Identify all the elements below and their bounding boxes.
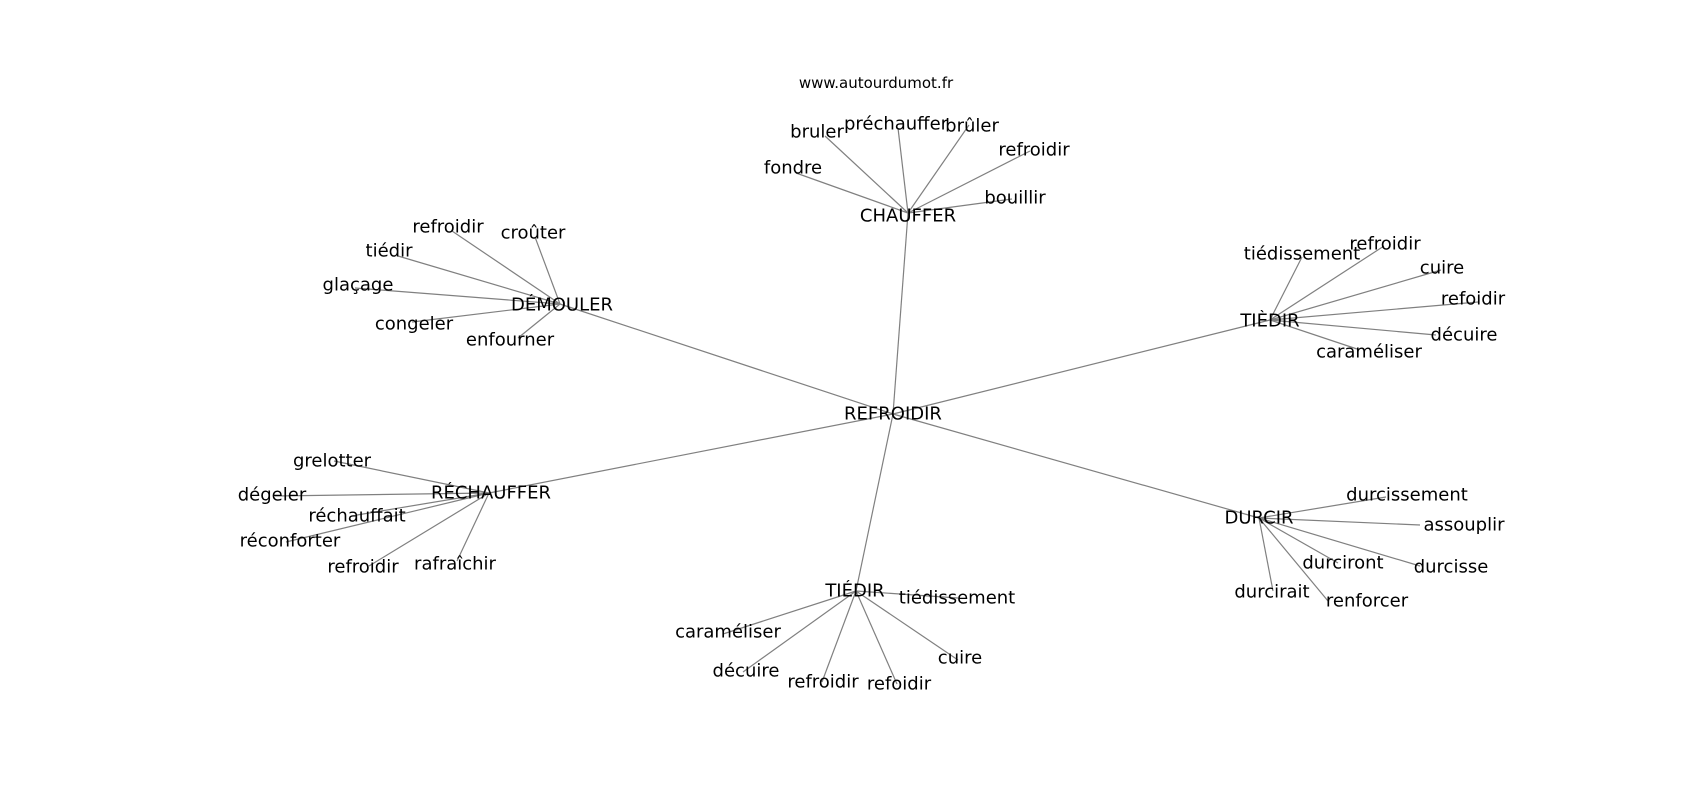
center-to-hub-edge <box>892 212 909 415</box>
hub-node-label: TIÉDIR <box>824 580 884 602</box>
hub-to-leaf-edge <box>1258 496 1387 519</box>
hub-to-leaf-edge <box>1269 256 1303 321</box>
leaf-node-label: tiédir <box>366 241 414 262</box>
hub-to-leaf-edge <box>1269 269 1442 321</box>
leaf-node-label: grelotter <box>293 451 372 472</box>
leaf-node-label: durcirait <box>1234 582 1309 603</box>
hub-to-leaf-edge <box>824 135 909 214</box>
leaf-node-label: refroidir <box>787 672 859 693</box>
leaf-node-label: renforcer <box>1326 591 1409 612</box>
leaf-node-label: réconforter <box>240 531 341 552</box>
hub-to-leaf-edge <box>855 590 898 685</box>
hub-to-leaf-edge <box>907 150 1031 214</box>
hub-to-leaf-edge <box>1269 245 1385 321</box>
hub-to-leaf-edge <box>1258 517 1274 592</box>
hub-node-label: DÉMOULER <box>511 294 613 316</box>
hub-to-leaf-edge <box>354 287 561 305</box>
leaf-node-label: glaçage <box>323 275 394 296</box>
leaf-node-label: durcissement <box>1346 485 1468 506</box>
leaf-node-label: refoidir <box>1441 289 1506 310</box>
hub-to-leaf-edge <box>333 460 490 494</box>
center-to-hub-edge <box>892 319 1271 415</box>
hub-to-leaf-edge <box>1269 319 1358 350</box>
leaf-node-label: brûler <box>945 116 999 137</box>
hub-to-leaf-edge <box>1258 517 1339 564</box>
hub-to-leaf-edge <box>397 255 561 305</box>
leaf-node-label: caraméliser <box>675 622 781 643</box>
hub-node-label: TIÈDIR <box>1239 310 1299 332</box>
leaf-node-label: refroidir <box>327 557 399 578</box>
leaf-node-label: refroidir <box>412 217 484 238</box>
hub-to-leaf-edge <box>722 590 857 635</box>
leaf-node-label: bruler <box>790 122 844 143</box>
leaf-node-label: caraméliser <box>1316 342 1422 363</box>
hub-to-leaf-edge <box>855 590 959 599</box>
leaf-node-label: refoidir <box>867 674 932 695</box>
site-watermark: www.autourdumot.fr <box>799 74 954 92</box>
center-to-hub-edge <box>855 413 894 592</box>
leaf-node-label: cuire <box>938 648 982 669</box>
hub-to-leaf-edge <box>907 124 970 214</box>
center-node-label: REFROIDIR <box>844 404 942 425</box>
hub-to-leaf-edge <box>821 590 857 683</box>
leaf-node-label: fondre <box>764 158 822 179</box>
hub-node-label: RÉCHAUFFER <box>431 482 551 504</box>
hub-node-label: DURCIR <box>1224 508 1293 529</box>
leaf-node-label: refroidir <box>1349 234 1421 255</box>
hub-to-leaf-edge <box>456 492 490 562</box>
leaf-node-label: enfourner <box>466 330 555 351</box>
leaf-node-label: tiédissement <box>899 588 1015 609</box>
center-to-hub-edge <box>559 303 894 415</box>
center-to-hub-edge <box>892 413 1260 519</box>
hub-to-leaf-edge <box>274 492 490 497</box>
center-to-hub-edge <box>488 413 894 494</box>
leaf-node-label: décuire <box>1431 325 1498 346</box>
edge-layer <box>274 124 1479 685</box>
hub-to-leaf-edge <box>897 127 909 214</box>
hub-to-leaf-edge <box>1258 517 1421 526</box>
leaf-node-label: réchauffait <box>308 506 405 527</box>
hub-to-leaf-edge <box>517 303 561 339</box>
hub-to-leaf-edge <box>534 236 561 305</box>
leaf-node-label: croûter <box>501 223 566 244</box>
hub-to-leaf-edge <box>742 590 857 673</box>
hub-to-leaf-edge <box>285 492 490 543</box>
leaf-node-label: préchauffer <box>844 114 949 135</box>
leaf-node-label: refroidir <box>998 140 1070 161</box>
leaf-node-label: assouplir <box>1423 515 1505 536</box>
leaf-node-label: rafraîchir <box>414 554 497 575</box>
hub-to-leaf-edge <box>411 303 561 323</box>
leaf-node-label: tiédissement <box>1244 244 1360 265</box>
hub-node-label: CHAUFFER <box>860 206 956 227</box>
hub-to-leaf-edge <box>368 492 490 567</box>
hub-to-leaf-edge <box>1258 517 1421 567</box>
hub-to-leaf-edge <box>356 492 490 516</box>
leaf-node-label: dégeler <box>238 485 307 506</box>
hub-to-leaf-edge <box>1258 517 1329 602</box>
leaf-node-label: décuire <box>713 661 780 682</box>
leaf-node-label: durciront <box>1302 553 1383 574</box>
leaf-node-label: congeler <box>375 314 454 335</box>
leaf-node-label: cuire <box>1420 258 1464 279</box>
hub-to-leaf-edge <box>795 172 909 214</box>
leaf-node-label: bouillir <box>984 188 1046 209</box>
hub-to-leaf-edge <box>451 230 561 305</box>
hub-to-leaf-edge <box>1269 301 1479 321</box>
hub-to-leaf-edge <box>907 198 1013 214</box>
leaf-node-label: durcisse <box>1414 557 1489 578</box>
hub-to-leaf-edge <box>855 590 959 661</box>
hub-to-leaf-edge <box>1269 319 1437 336</box>
